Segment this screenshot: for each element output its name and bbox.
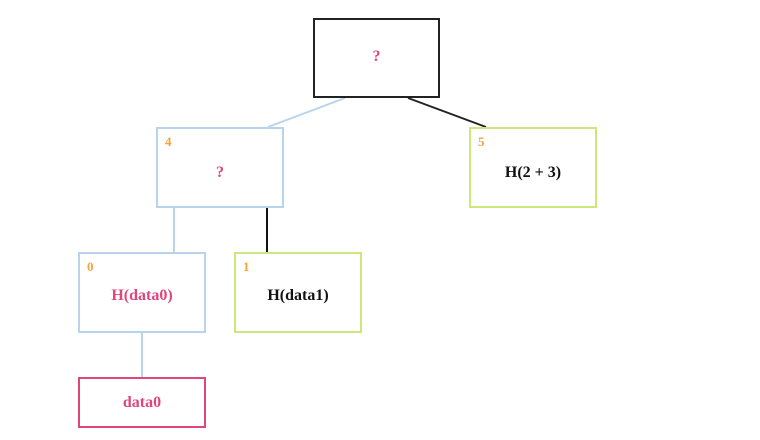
edge-root-to-node4	[267, 97, 346, 128]
root-node: ?	[313, 18, 440, 98]
node-1: 1 H(data1)	[234, 252, 362, 333]
node-0-label: H(data0)	[111, 287, 173, 304]
node-5-index: 5	[478, 134, 485, 149]
data-leaf-label: data0	[122, 394, 162, 411]
root-node-label: ?	[372, 48, 381, 65]
data-leaf-node: data0	[78, 377, 206, 428]
node-0-index: 0	[87, 259, 94, 274]
node-4: 4 ?	[156, 127, 284, 208]
edge-root-to-node5	[407, 97, 487, 128]
node-4-label: ?	[216, 164, 224, 181]
node-4-index: 4	[165, 134, 172, 149]
node-0: 0 H(data0)	[78, 252, 206, 333]
node-5-label: H(2 + 3)	[504, 164, 562, 181]
node-1-index: 1	[243, 259, 250, 274]
node-1-label: H(data1)	[267, 287, 329, 304]
node-5: 5 H(2 + 3)	[469, 127, 597, 208]
